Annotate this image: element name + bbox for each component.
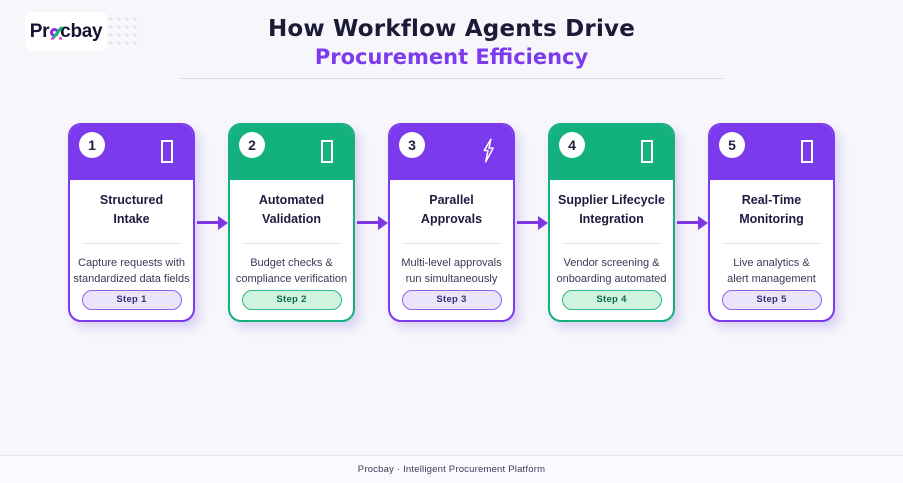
step-title: Parallel Approvals — [420, 193, 483, 227]
step-number: 2 — [248, 137, 256, 153]
step-title: Supplier Lifecycle Integration — [558, 193, 665, 227]
flow-arrow-icon — [515, 123, 548, 322]
step-card: 4 Supplier Lifecycle Integration Vendor … — [548, 123, 675, 322]
flow-arrow-icon — [355, 123, 388, 322]
step-number-badge: 5 — [719, 132, 745, 158]
step-card-body: Automated Validation Budget checks & com… — [230, 180, 353, 320]
step-card: 3 Parallel Approvals Multi-level approva… — [388, 123, 515, 322]
step-card-body: Parallel Approvals Multi-level approvals… — [390, 180, 513, 320]
step-card-body: Real-Time Monitoring Live analytics & al… — [710, 180, 833, 320]
title-underline — [180, 78, 723, 79]
logo-text-prefix: Pr — [29, 20, 50, 42]
logo-o-mark-icon — [50, 28, 60, 40]
page-subtitle: Procurement Efficiency — [314, 45, 589, 69]
card-divider — [563, 242, 660, 244]
step-card-body: Supplier Lifecycle Integration Vendor sc… — [550, 180, 673, 320]
step-number-badge: 1 — [79, 132, 105, 158]
step-number-badge: 4 — [559, 132, 585, 158]
step-card-header: 3 — [390, 125, 513, 180]
step-number: 3 — [408, 137, 416, 153]
lightning-icon — [483, 138, 494, 163]
step-card: 1 Structured Intake Capture requests wit… — [68, 123, 195, 322]
placeholder-glyph-icon — [161, 140, 173, 163]
step-pill: Step 3 — [401, 290, 502, 310]
dot-pattern-decoration — [107, 15, 140, 48]
step-pill: Step 5 — [721, 290, 822, 310]
flow-arrow-icon — [675, 123, 708, 322]
step-pill: Step 4 — [561, 290, 662, 310]
page-title: How Workflow Agents Drive — [267, 16, 636, 42]
placeholder-glyph-icon — [641, 140, 653, 163]
step-card: 5 Real-Time Monitoring Live analytics & … — [708, 123, 835, 322]
step-description: Capture requests with standardized data … — [73, 256, 190, 286]
step-title: Structured Intake — [99, 193, 164, 227]
logo-text-suffix: cbay — [60, 20, 103, 42]
step-title: Automated Validation — [258, 193, 325, 227]
step-card: 2 Automated Validation Budget checks & c… — [228, 123, 355, 322]
card-divider — [723, 242, 820, 244]
step-card-header: 4 — [550, 125, 673, 180]
step-pill: Step 1 — [81, 290, 182, 310]
card-divider — [403, 242, 500, 244]
step-card-header: 1 — [70, 125, 193, 180]
card-divider — [243, 242, 340, 244]
workflow-steps-row: 1 Structured Intake Capture requests wit… — [0, 123, 903, 322]
step-description: Vendor screening & onboarding automated — [556, 256, 667, 286]
flow-arrow-icon — [195, 123, 228, 322]
footer: Procbay · Intelligent Procurement Platfo… — [0, 455, 903, 483]
footer-text: Procbay · Intelligent Procurement Platfo… — [357, 464, 546, 475]
placeholder-glyph-icon — [801, 140, 813, 163]
step-pill: Step 2 — [241, 290, 342, 310]
header: How Workflow Agents Drive Procurement Ef… — [0, 16, 903, 79]
step-number-badge: 3 — [399, 132, 425, 158]
step-description: Live analytics & alert management — [727, 256, 816, 286]
step-card-body: Structured Intake Capture requests with … — [70, 180, 193, 320]
step-number-badge: 2 — [239, 132, 265, 158]
step-description: Multi-level approvals run simultaneously — [401, 256, 502, 286]
step-card-header: 2 — [230, 125, 353, 180]
card-divider — [83, 242, 180, 244]
step-number: 4 — [568, 137, 576, 153]
step-number: 5 — [728, 137, 736, 153]
step-number: 1 — [88, 137, 96, 153]
placeholder-glyph-icon — [321, 140, 333, 163]
step-card-header: 5 — [710, 125, 833, 180]
step-description: Budget checks & compliance verification — [235, 256, 348, 286]
step-title: Real-Time Monitoring — [739, 193, 804, 227]
